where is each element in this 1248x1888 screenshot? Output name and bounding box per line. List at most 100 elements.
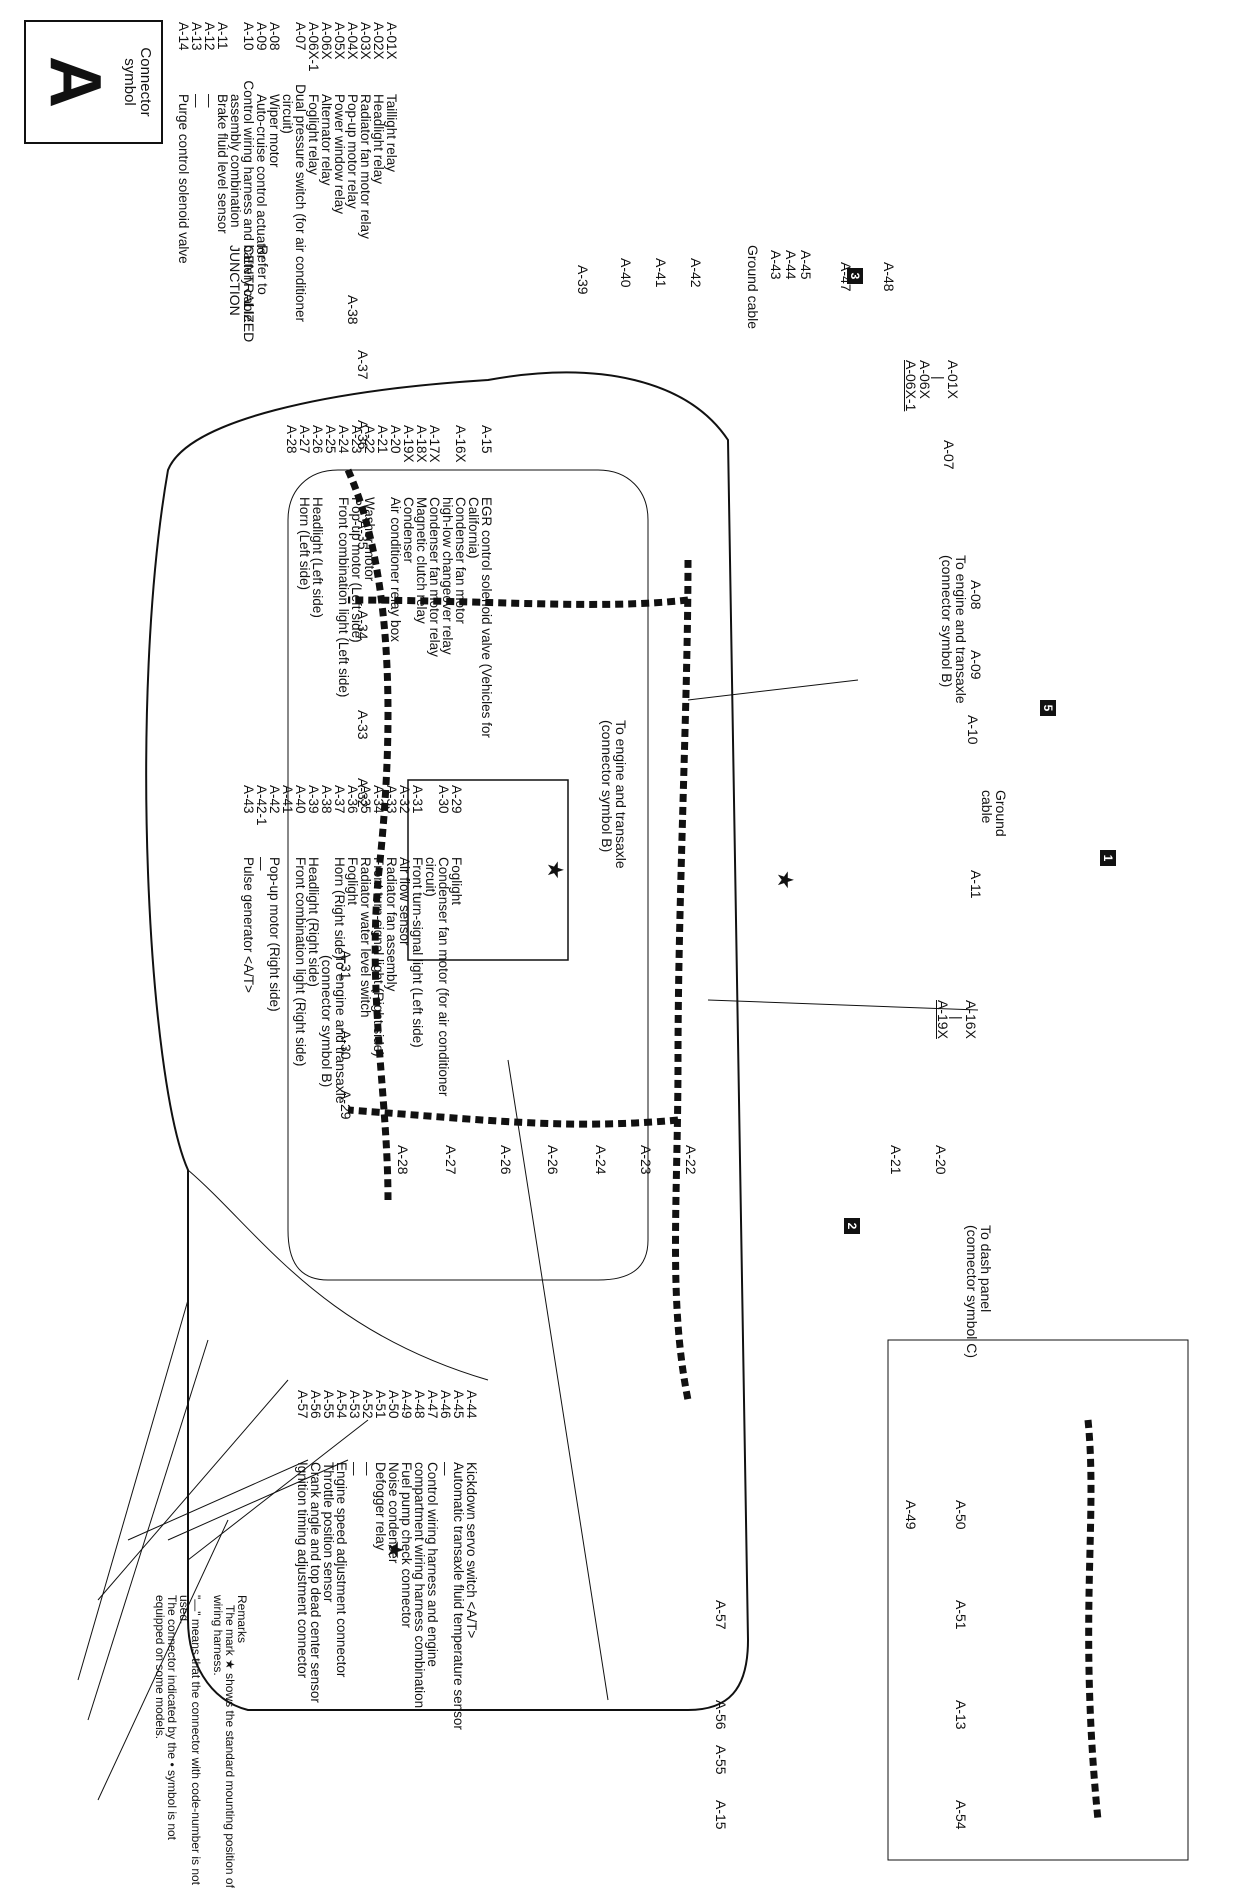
connector-description: Brake fluid level sensor (215, 94, 230, 234)
group-line: A-19X (935, 1000, 951, 1039)
connector-description: Front turn-signal light (Right side) (371, 857, 386, 1057)
connector-code: A-40 (293, 785, 308, 814)
connector-code: A-06X (319, 22, 334, 60)
connector-code: A-14 (176, 22, 191, 51)
connector-code: A-25 (323, 425, 338, 454)
ground-cable-label: Ground cable (979, 790, 1009, 837)
connector-description: compartment wiring harness combination (412, 1462, 427, 1709)
connector-description: Control wiring harness and engine (425, 1462, 440, 1667)
connector-code: A-50 (386, 1390, 401, 1419)
connector-code: A-32 (397, 785, 412, 814)
svg-text:★: ★ (543, 860, 568, 880)
connector-code: A-34 (371, 785, 386, 814)
connector-description: Pop-up motor relay (345, 94, 360, 209)
connector-description: assembly combination (228, 94, 243, 228)
connector-code: A-48 (412, 1390, 427, 1419)
connector-code: A-55 (321, 1390, 336, 1419)
callout-line: To engine and transaxle (953, 555, 969, 704)
callout-line: To engine and transaxle (613, 720, 629, 869)
connector-description: Front combination light (Left side) (336, 497, 351, 698)
harness-badge: 2 (844, 1218, 860, 1234)
connector-code: A-17X (427, 425, 442, 463)
connector-code: A-46 (438, 1390, 453, 1419)
connector-code (281, 22, 294, 94)
connector-description: Pulse generator <A/T> (241, 857, 256, 993)
connector-description: Wiper motor (267, 94, 282, 168)
group-line: | (931, 376, 947, 380)
connector-description: Front turn-signal light (Left side) (410, 857, 425, 1048)
svg-text:★: ★ (383, 1540, 408, 1560)
connector-label: A-28 (395, 1145, 411, 1175)
connector-label: A-20 (933, 1145, 949, 1175)
connector-label: A-24 (593, 1145, 609, 1175)
connector-label: A-07 (941, 440, 957, 470)
callout-line: (connector symbol C) (964, 1225, 980, 1359)
connector-description: — (202, 94, 217, 108)
connector-description: Crank angle and top dead center sensor (308, 1462, 323, 1703)
battery-outline (407, 779, 569, 961)
connector-code: A-26 (310, 425, 325, 454)
connector-list-row: high-low changeover relay (440, 425, 455, 785)
connector-label: A-47 (838, 262, 854, 292)
connector-description: Defogger relay (373, 1462, 388, 1551)
connector-code (424, 785, 437, 857)
connector-label: A-48 (881, 262, 897, 292)
connector-code: A-19X (401, 425, 416, 463)
connector-label: A-42 (688, 258, 704, 288)
bumper-outline (187, 1169, 489, 1381)
connector-code: A-05X (332, 22, 347, 60)
inset-box (887, 1339, 1189, 1861)
connector-code: A-15 (479, 425, 494, 454)
connector-label: A-29 (338, 1090, 354, 1120)
connector-code: A-43 (241, 785, 256, 814)
connector-label: A-23 (638, 1145, 654, 1175)
group-line: A-16X (963, 1000, 979, 1039)
top-connector-group: A-01X | A-06X A-06X-1 (903, 360, 961, 411)
connector-description: Headlight (Left side) (310, 497, 325, 618)
harness-main (672, 559, 692, 1401)
connector-description: Pop-up motor (Right side) (267, 857, 282, 1012)
connector-code: A-49 (399, 1390, 414, 1419)
callout-line: cable (979, 790, 995, 824)
connector-label: A-26 (545, 1145, 561, 1175)
connector-description: Alternator relay (319, 94, 334, 186)
connector-description: Automatic transaxle fluid temperature se… (451, 1462, 466, 1730)
connector-description: Throttle position sensor (321, 1462, 336, 1603)
connector-code (441, 425, 454, 497)
connector-code: A-52 (360, 1390, 375, 1419)
remarks: Remarks The mark ★ shows the standard mo… (153, 1595, 249, 1888)
callout-line: To dash panel (978, 1225, 994, 1313)
group-line: | (949, 1016, 965, 1020)
harness-badge: 1 (1100, 850, 1116, 866)
connector-code: A-39 (306, 785, 321, 814)
note-line: Refer to (255, 245, 271, 295)
inset-connector-label: A-51 (953, 1600, 969, 1630)
connector-code: A-42-1 (254, 785, 269, 826)
connector-code: A-01X (384, 22, 399, 60)
connector-label: A-32 (355, 778, 371, 808)
connector-description: Headlight relay (371, 94, 386, 185)
harness-inset (1084, 1419, 1102, 1821)
note-line: CENTRALIZED (241, 245, 257, 343)
connector-description: Horn (Right side) (332, 857, 347, 960)
connector-description: Condenser (401, 497, 416, 564)
